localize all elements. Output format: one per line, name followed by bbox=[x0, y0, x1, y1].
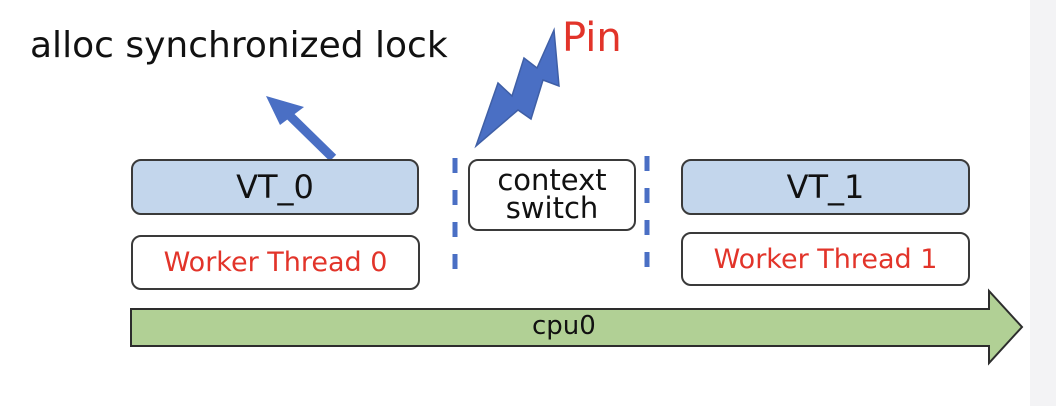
worker-thread-0-label: Worker Thread 0 bbox=[163, 247, 388, 278]
right-edge-strip bbox=[1030, 0, 1056, 406]
vt0-label: VT_0 bbox=[236, 168, 314, 206]
lightning-bolt-icon bbox=[474, 27, 560, 149]
context-switch-line2: switch bbox=[505, 191, 599, 225]
lock-arrow-icon bbox=[266, 96, 337, 162]
worker-thread-0-box: Worker Thread 0 bbox=[131, 235, 420, 290]
cpu-timeline-arrow bbox=[130, 288, 1024, 366]
vt1-label: VT_1 bbox=[786, 168, 865, 206]
worker-thread-1-label: Worker Thread 1 bbox=[713, 243, 938, 275]
worker-thread-1-box: Worker Thread 1 bbox=[681, 232, 970, 286]
pin-label: Pin bbox=[562, 15, 622, 61]
cpu-timeline-label: cpu0 bbox=[532, 311, 596, 341]
title-label: alloc synchronized lock bbox=[30, 25, 448, 66]
context-switch-box: context switch bbox=[468, 159, 636, 231]
vt0-box: VT_0 bbox=[131, 159, 419, 215]
vt1-box: VT_1 bbox=[681, 159, 970, 215]
context-switch-line1: context bbox=[497, 163, 607, 198]
